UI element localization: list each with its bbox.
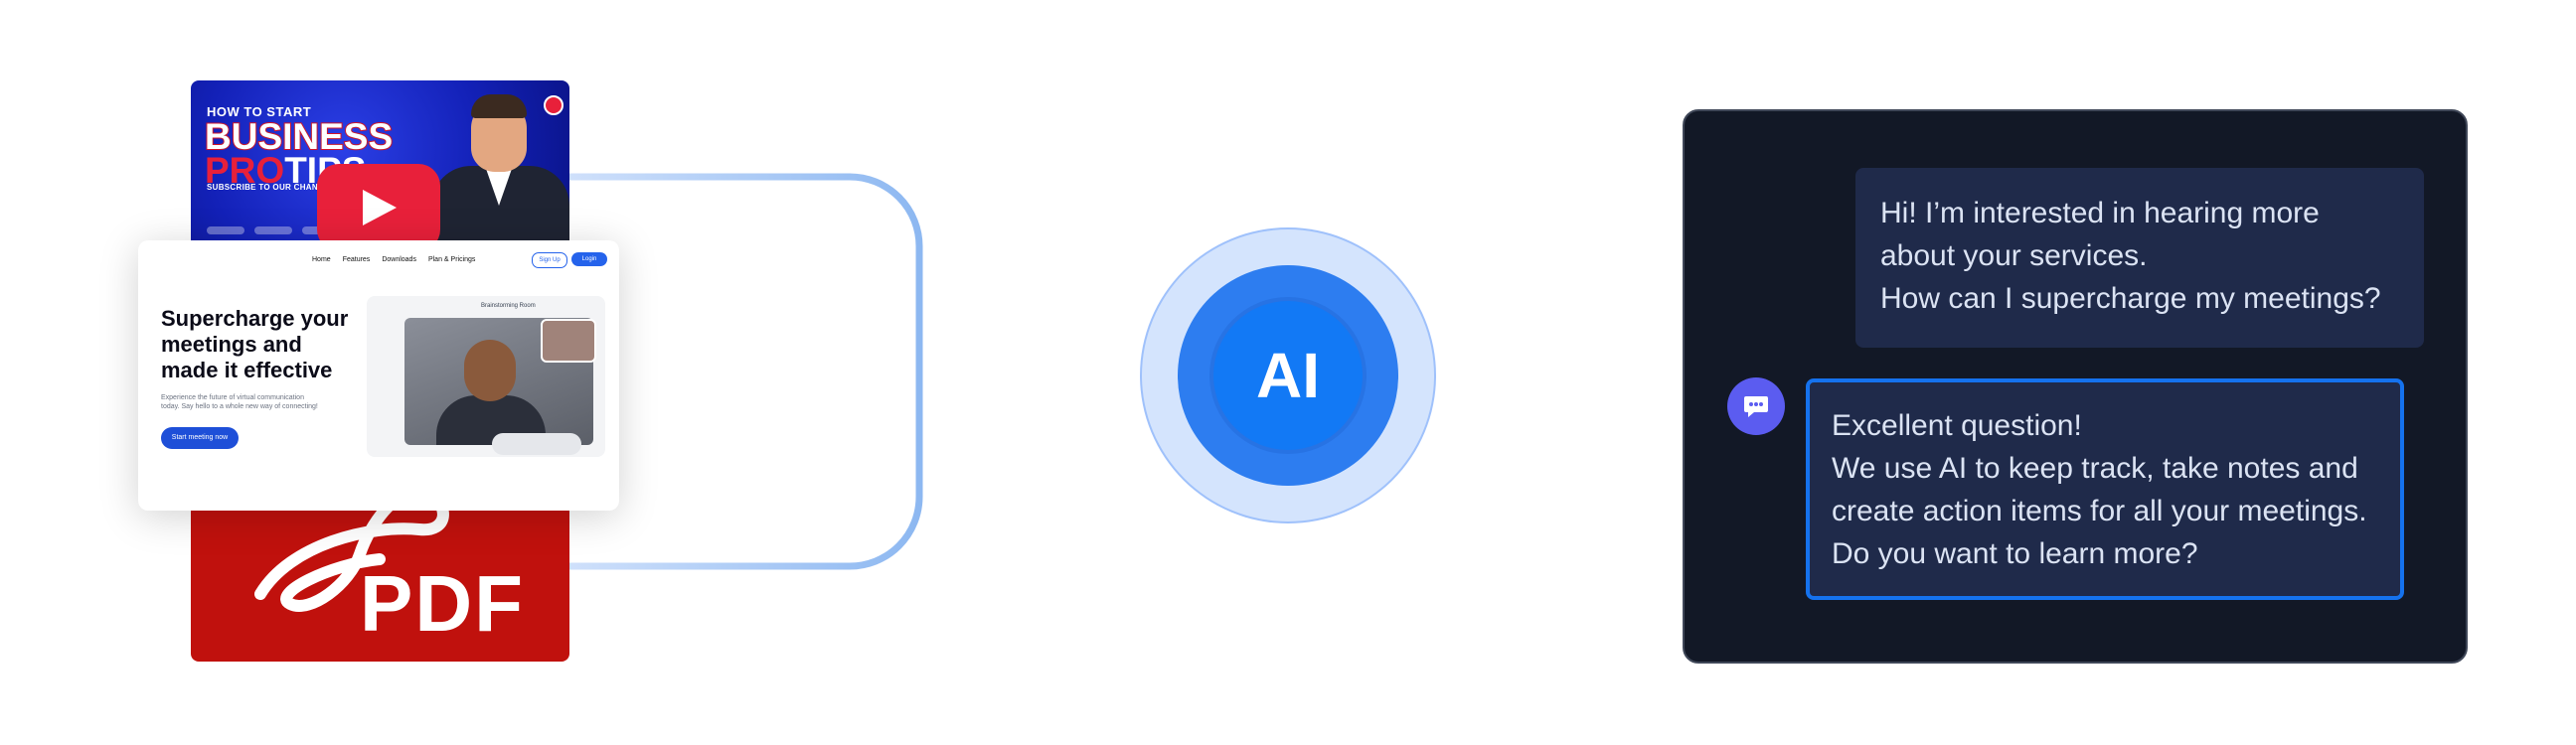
user-message-line: How can I supercharge my meetings?	[1880, 282, 2381, 315]
youtube-subscribe-text: SUBSCRIBE TO OUR CHANNEL	[207, 183, 335, 192]
login-button[interactable]: Login	[571, 252, 607, 266]
ai-message-bubble: Excellent question! We use AI to keep tr…	[1806, 378, 2404, 600]
website-description: Experience the future of virtual communi…	[161, 394, 318, 410]
nav-downloads[interactable]: Downloads	[382, 256, 416, 263]
youtube-badge-icon	[544, 95, 564, 115]
youtube-howto-text: HOW TO START	[207, 104, 312, 119]
nav-home[interactable]: Home	[312, 256, 331, 263]
ai-node: AI	[1140, 227, 1436, 523]
participant-thumbnails	[492, 433, 581, 455]
start-meeting-button[interactable]: Start meeting now	[161, 427, 239, 449]
youtube-title-business: BUSINESS	[204, 116, 394, 157]
bot-avatar	[1727, 377, 1785, 435]
signup-button[interactable]: Sign Up	[532, 252, 567, 268]
youtube-play-button[interactable]	[317, 164, 440, 251]
pdf-card: PDF	[191, 495, 569, 662]
play-icon	[363, 190, 397, 225]
ai-message-line: Do you want to learn more?	[1832, 537, 2198, 570]
user-message-text: Hi! I’m interested in hearing more about…	[1880, 192, 2381, 320]
video-pip-thumbnail	[541, 319, 596, 363]
ai-label: AI	[1256, 340, 1320, 411]
website-nav: Home Features Downloads Plan & Pricings	[312, 256, 475, 263]
ai-message-line: Excellent question!	[1832, 409, 2082, 442]
website-mockup-card: Home Features Downloads Plan & Pricings …	[138, 240, 619, 511]
pdf-label: PDF	[360, 559, 525, 648]
presenter-hair	[471, 94, 527, 118]
ai-core	[1213, 301, 1363, 450]
ai-message-line: We use AI to keep track, take notes and	[1832, 452, 2358, 485]
user-message-line: Hi! I’m interested in hearing more	[1880, 197, 2320, 229]
youtube-title-pro: PRO	[205, 150, 285, 191]
nav-pricing[interactable]: Plan & Pricings	[427, 256, 476, 263]
meeting-room-label: Brainstorming Room	[481, 303, 536, 309]
caller-face	[464, 340, 516, 401]
website-headline: Supercharge your meetings and made it ef…	[161, 306, 349, 382]
chat-bubble-icon	[1744, 396, 1768, 417]
nav-features[interactable]: Features	[342, 256, 371, 263]
ai-message-line: create action items for all your meeting…	[1832, 495, 2367, 527]
ai-message-text: Excellent question! We use AI to keep tr…	[1832, 404, 2367, 575]
user-message-bubble: Hi! I’m interested in hearing more about…	[1855, 168, 2424, 348]
user-message-line: about your services.	[1880, 239, 2148, 272]
